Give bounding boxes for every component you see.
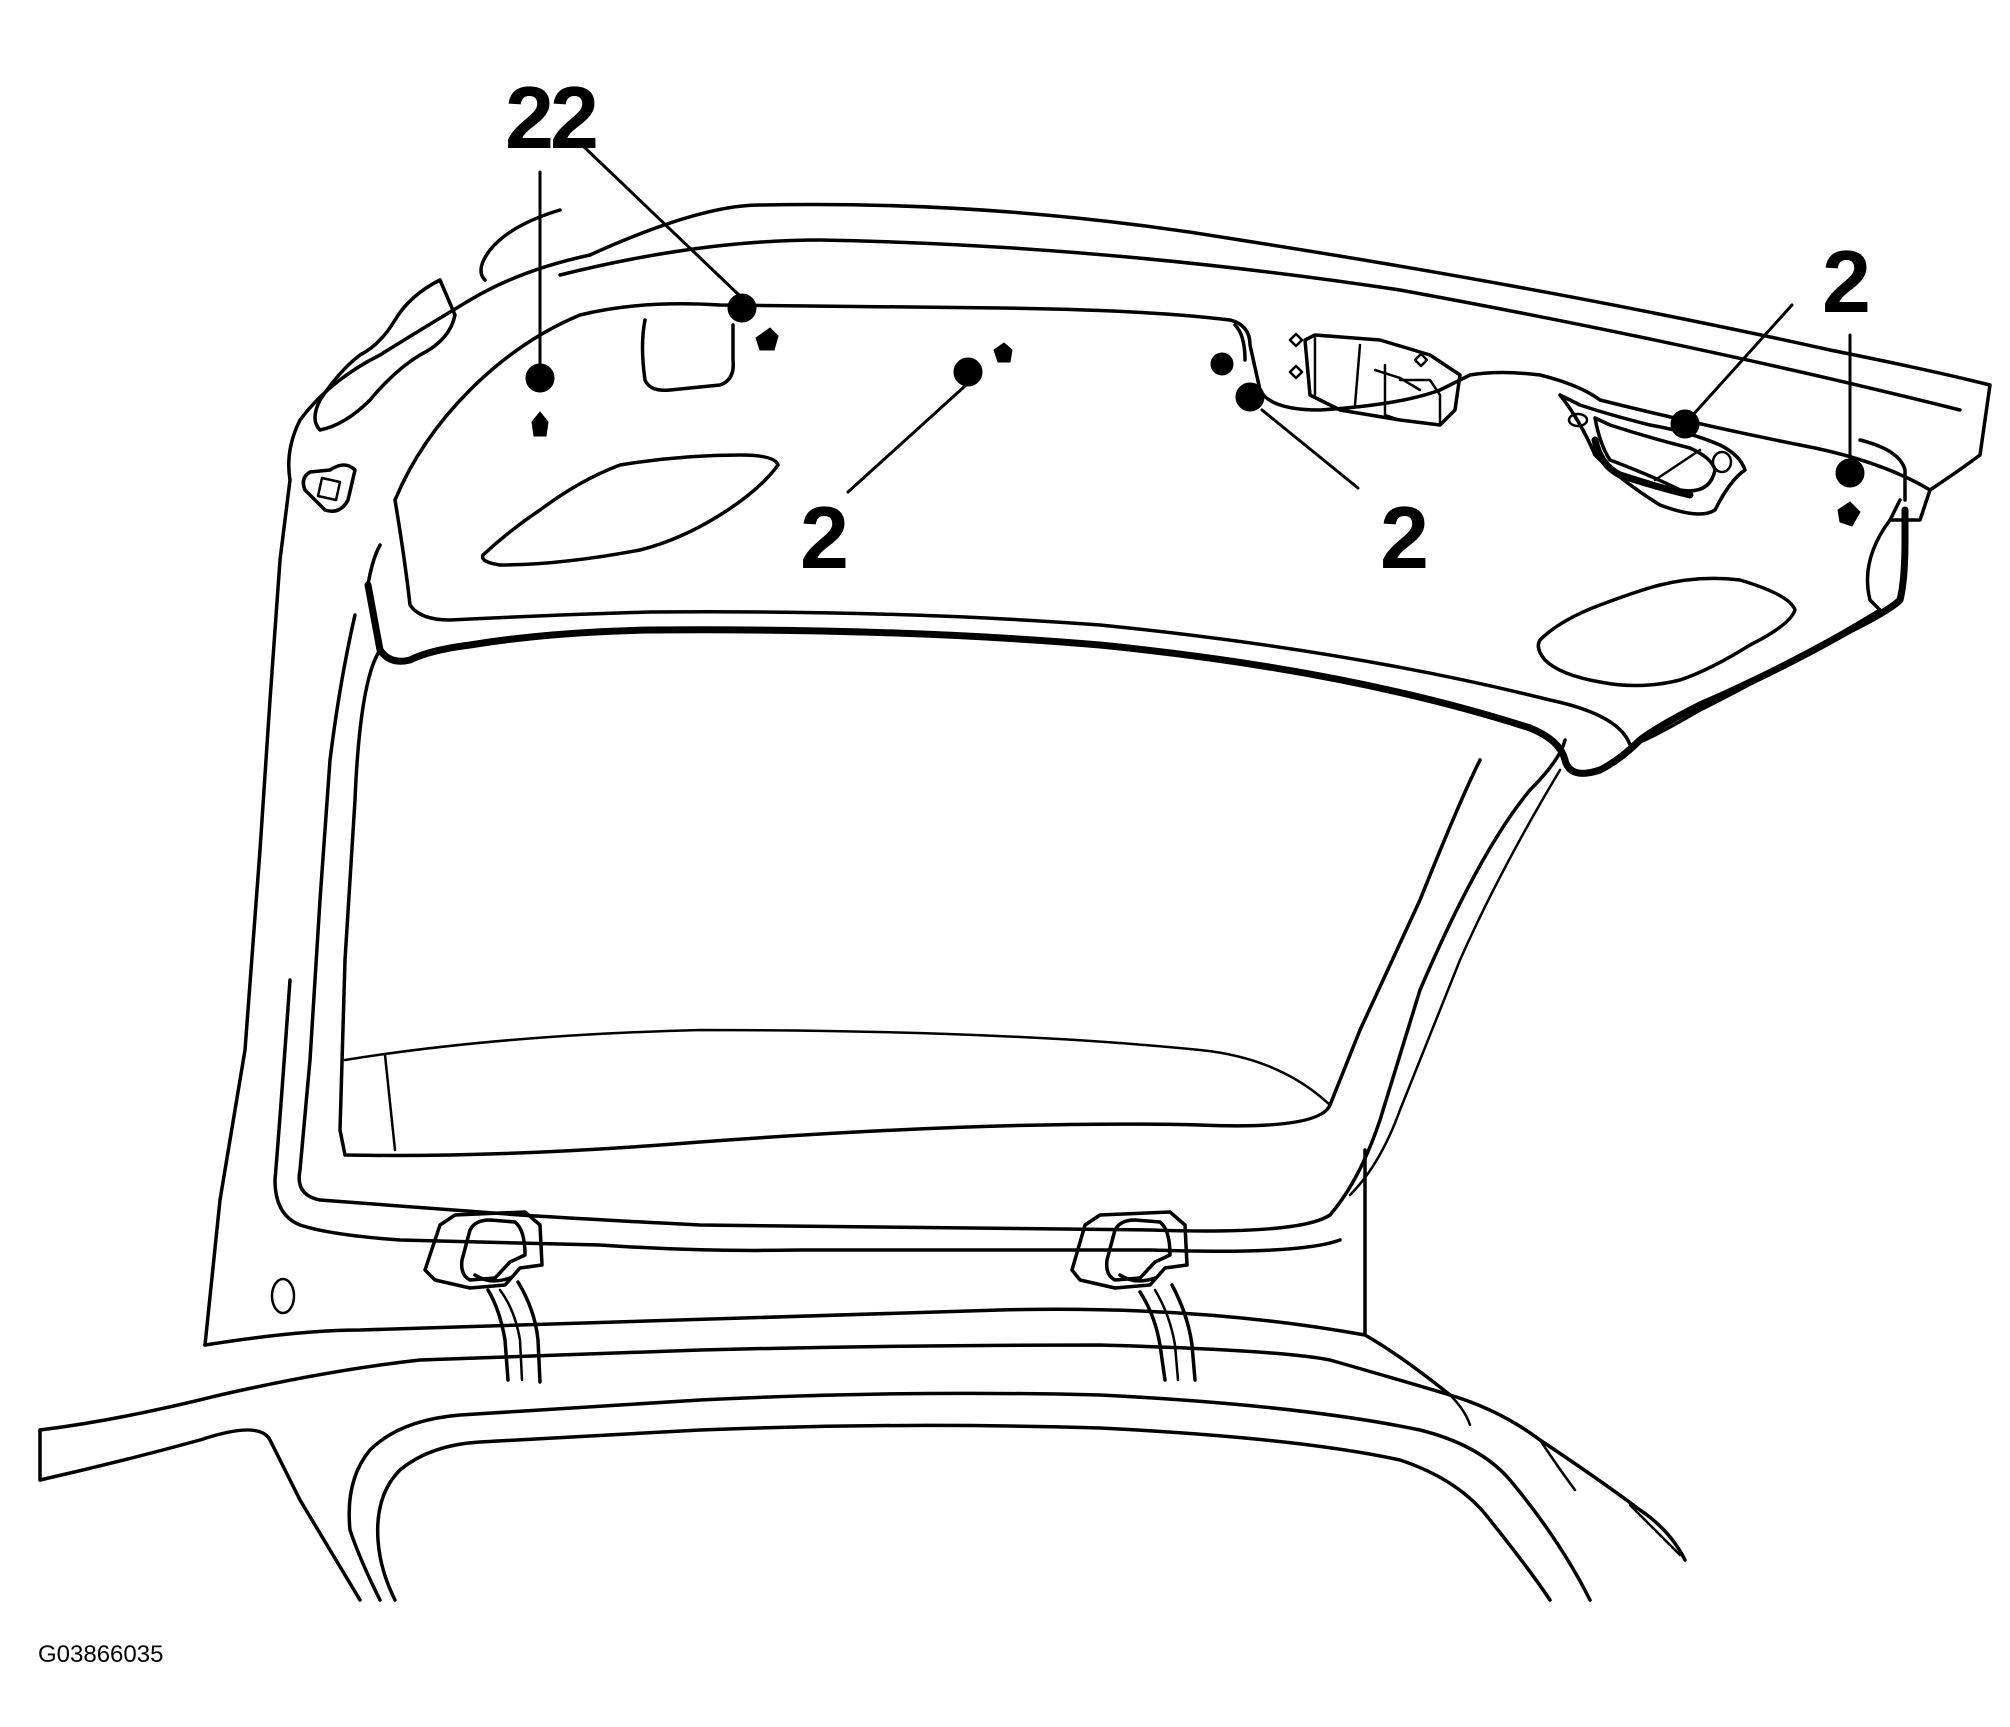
fastener-clip xyxy=(953,357,983,387)
fastener-clip xyxy=(1210,352,1234,376)
fastener-clip-seat xyxy=(755,327,779,351)
callout-number: 2 xyxy=(505,68,554,167)
handle-clip-hole-left xyxy=(1567,412,1589,428)
callout-number: 2 xyxy=(550,68,599,167)
fastener-clip-seat xyxy=(993,342,1013,363)
fastener-clip xyxy=(727,293,757,323)
figure-code: G03866035 xyxy=(38,1641,163,1668)
leader-lines xyxy=(538,143,1852,494)
fasteners xyxy=(525,293,1865,527)
drain-hole xyxy=(270,1277,296,1315)
liftgate-outer-body xyxy=(203,202,1992,1347)
fastener-clip-seat xyxy=(1837,501,1861,527)
fastener-clip-seat xyxy=(531,411,549,437)
callout-number: 2 xyxy=(1822,232,1871,331)
liftgate-struts xyxy=(423,1210,1197,1384)
callout-labels: 2 2 2 2 xyxy=(550,68,1871,587)
fastener-clip xyxy=(1235,382,1265,412)
rear-window-glass xyxy=(338,648,1562,1197)
handle-clip-hole-right xyxy=(1711,450,1733,474)
callout-number: 2 xyxy=(800,488,849,587)
upper-trim-panel xyxy=(364,302,1932,777)
vehicle-body-opening xyxy=(38,1333,1687,1602)
callout-number: 2 xyxy=(1380,488,1429,587)
